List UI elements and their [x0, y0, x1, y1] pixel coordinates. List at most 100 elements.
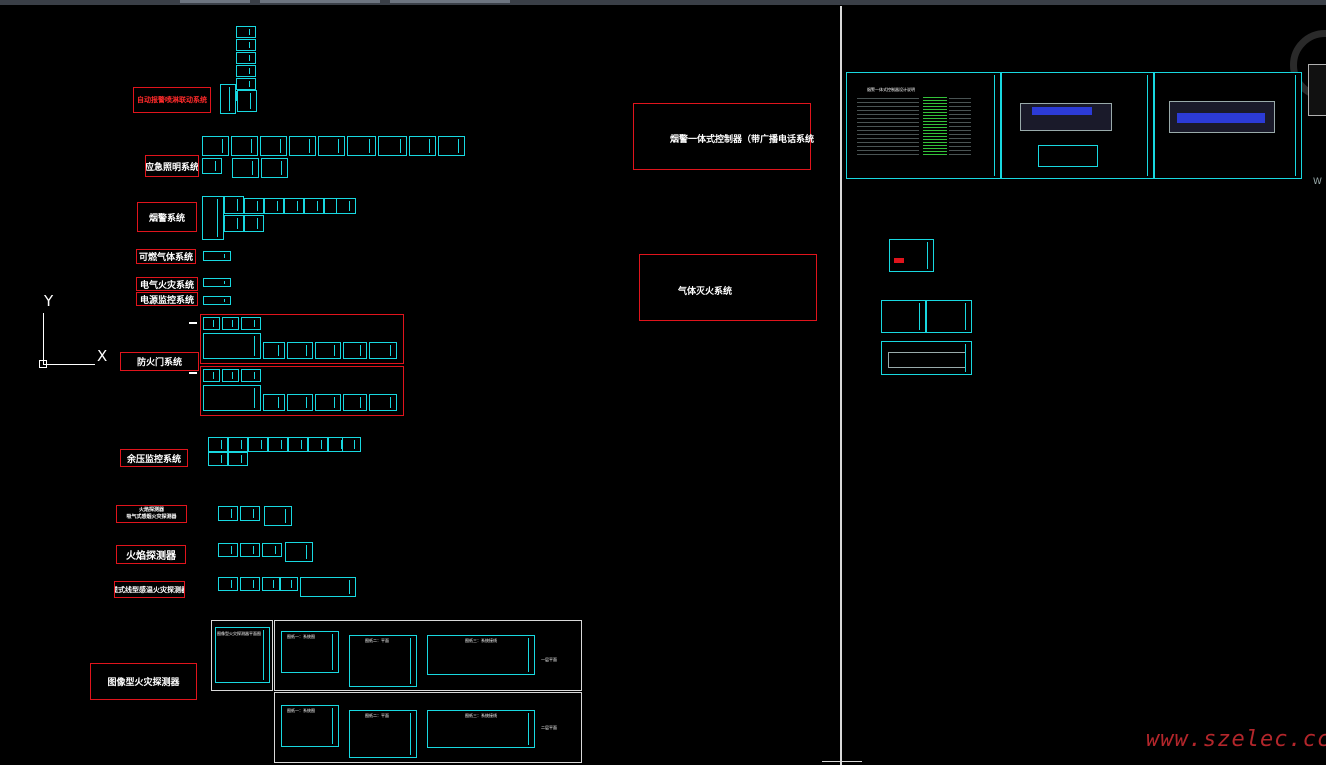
sheet-thumb[interactable] [427, 710, 535, 748]
sheet-thumb[interactable] [288, 437, 308, 452]
sheet-thumb[interactable] [224, 215, 244, 232]
sheet-thumb[interactable] [315, 394, 341, 411]
label-combustible-gas[interactable]: 可燃气体系统 [136, 249, 196, 264]
sheet-thumb[interactable] [220, 84, 236, 114]
label-gas-extinguish[interactable]: 气体灭火系统 [639, 254, 817, 321]
label-aspirating[interactable]: 火焰探测器 吸气式感烟火灾探测器 [116, 505, 187, 523]
sheet-thumb[interactable] [237, 90, 257, 112]
sheet-thumb[interactable] [349, 710, 417, 758]
sheet-controller-plan-1[interactable] [1001, 72, 1154, 179]
compass-w-label[interactable]: W [1313, 177, 1322, 187]
sheet-thumb[interactable] [248, 437, 268, 452]
sheet-thumb[interactable] [281, 631, 339, 673]
sheet-thumb[interactable] [236, 39, 256, 51]
sheet-thumb[interactable] [378, 136, 407, 156]
sheet-thumb[interactable] [224, 196, 244, 214]
sheet-thumb[interactable] [438, 136, 465, 156]
sheet-thumb[interactable] [244, 215, 264, 232]
sheet-thumb[interactable] [202, 158, 222, 174]
tab-marker[interactable] [180, 0, 250, 3]
sheet-thumb[interactable] [260, 136, 287, 156]
sheet-gas-extinguish-4[interactable] [881, 341, 972, 375]
sheet-thumb[interactable] [203, 333, 261, 359]
sheet-thumb[interactable] [231, 136, 258, 156]
sheet-thumb[interactable] [262, 543, 282, 557]
sheet-thumb[interactable] [287, 342, 313, 359]
sheet-thumb[interactable] [427, 635, 535, 675]
drawing-column-auto-alarm[interactable] [236, 26, 256, 112]
label-auto-alarm[interactable]: 自动报警喷淋联动系统 [133, 87, 211, 113]
sheet-thumb[interactable] [342, 437, 361, 452]
sheet-thumb[interactable] [203, 278, 231, 287]
sheet-thumb[interactable] [343, 342, 367, 359]
sheet-thumb[interactable] [263, 394, 285, 411]
top-tab-bar[interactable] [0, 0, 1326, 5]
sheet-thumb[interactable] [343, 394, 367, 411]
label-emergency-lighting[interactable]: 应急照明系统 [145, 155, 199, 177]
sheet-thumb[interactable] [202, 196, 224, 240]
label-electrical-fire[interactable]: 电气火灾系统 [136, 277, 198, 291]
sheet-thumb[interactable] [369, 394, 397, 411]
sheet-thumb[interactable] [203, 369, 220, 382]
label-residual-pressure[interactable]: 余压监控系统 [120, 449, 188, 467]
tab-marker[interactable] [260, 0, 380, 3]
viewcube-face[interactable] [1308, 64, 1326, 116]
sheet-thumb[interactable] [228, 437, 248, 452]
sheet-thumb[interactable] [222, 369, 239, 382]
sheet-thumb[interactable] [318, 136, 345, 156]
fire-door-group-2[interactable] [200, 366, 404, 416]
sheet-thumb[interactable] [336, 198, 356, 214]
sheet-thumb[interactable] [289, 136, 316, 156]
sheet-thumb[interactable] [218, 577, 238, 591]
sheet-thumb[interactable] [215, 627, 270, 683]
sheet-thumb[interactable] [203, 251, 231, 261]
sheet-thumb[interactable] [369, 342, 397, 359]
sheet-thumb[interactable] [240, 577, 260, 591]
label-power-monitor[interactable]: 电源监控系统 [136, 292, 198, 306]
sheet-thumb[interactable] [203, 317, 220, 330]
sheet-thumb[interactable] [263, 342, 285, 359]
sheet-thumb[interactable] [208, 437, 228, 452]
sheet-thumb[interactable] [203, 296, 231, 305]
label-flame-detector[interactable]: 火焰探测器 [116, 545, 186, 564]
sheet-thumb[interactable] [240, 506, 260, 521]
sheet-thumb[interactable] [222, 317, 239, 330]
sheet-controller-plan-2[interactable] [1154, 72, 1302, 179]
sheet-thumb[interactable] [349, 635, 417, 687]
sheet-thumb[interactable] [281, 705, 339, 747]
sheet-thumb[interactable] [287, 394, 313, 411]
sheet-thumb[interactable] [232, 158, 259, 178]
sheet-controller-notes[interactable]: 烟警一体式控制器设计说明 [846, 72, 1001, 179]
sheet-thumb[interactable] [203, 385, 261, 411]
sheet-thumb[interactable] [218, 506, 238, 521]
label-fire-door[interactable]: 防火门系统 [120, 352, 199, 371]
sheet-gas-extinguish-2[interactable] [881, 300, 926, 333]
sheet-thumb[interactable] [261, 158, 288, 178]
sheet-thumb[interactable] [264, 506, 292, 526]
sheet-thumb[interactable] [218, 543, 238, 557]
frame-image-detector-plan[interactable]: 图像型火灾探测器平面图 [211, 620, 273, 691]
sheet-thumb[interactable] [244, 198, 264, 214]
label-smoke-alarm[interactable]: 烟警系统 [137, 202, 197, 232]
sheet-thumb[interactable] [284, 198, 304, 214]
sheet-thumb[interactable] [304, 198, 324, 214]
tab-marker[interactable] [390, 0, 510, 3]
sheet-thumb[interactable] [409, 136, 436, 156]
label-image-fire-detector[interactable]: 图像型火灾探测器 [90, 663, 197, 700]
sheet-thumb[interactable] [308, 437, 328, 452]
sheet-thumb[interactable] [241, 369, 261, 382]
sheet-thumb[interactable] [236, 78, 256, 90]
sheet-thumb[interactable] [347, 136, 376, 156]
sheet-thumb[interactable] [268, 437, 288, 452]
sheet-gas-extinguish-3[interactable] [926, 300, 972, 333]
sheet-thumb[interactable] [315, 342, 341, 359]
label-alarm-controller[interactable]: 烟警一体式控制器（带广播电话系统 [633, 103, 814, 170]
label-linear-heat[interactable]: 缆式线型感温火灾探测器 [114, 581, 185, 598]
frame-image-detector-set-1[interactable]: 图纸一：系统图 图纸二：平面 图纸三：系统接线 一层平面 [274, 620, 582, 691]
sheet-thumb[interactable] [262, 577, 280, 591]
sheet-thumb[interactable] [300, 577, 356, 597]
sheet-thumb[interactable] [264, 198, 284, 214]
sheet-thumb[interactable] [280, 577, 298, 591]
sheet-thumb[interactable] [236, 26, 256, 38]
sheet-thumb[interactable] [241, 317, 261, 330]
